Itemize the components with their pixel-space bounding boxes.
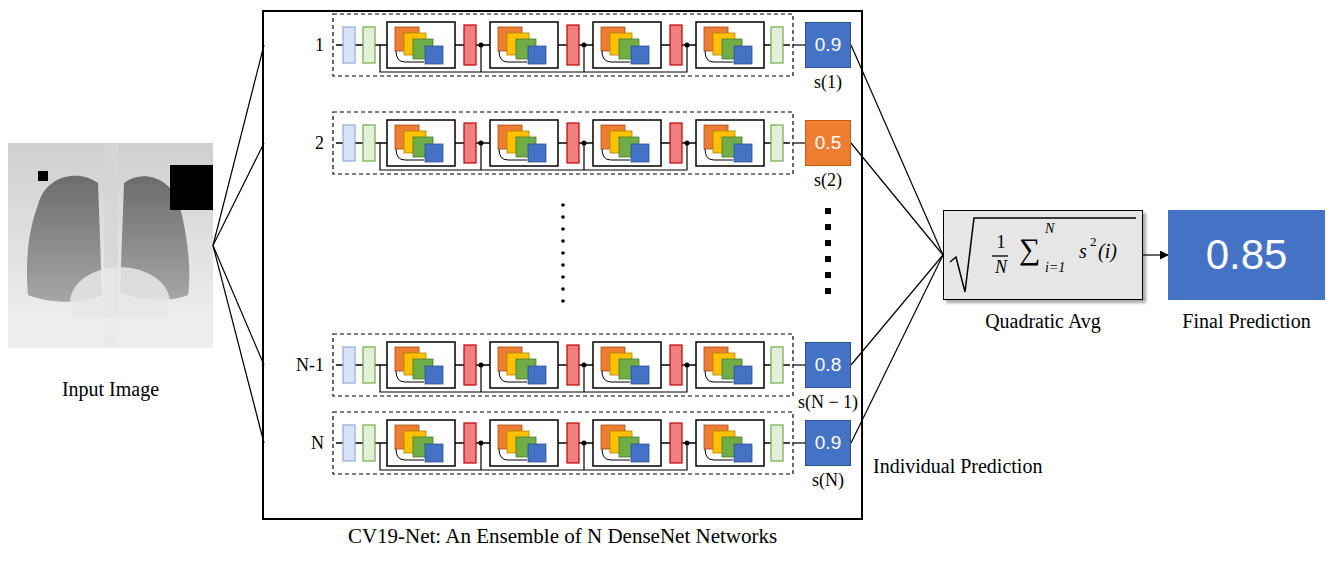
score-value: 0.9	[815, 432, 841, 454]
score-name: s(2)	[766, 170, 890, 191]
connector	[793, 442, 805, 443]
formula-part: 1	[993, 233, 1009, 251]
score-box: 0.5s(2)	[805, 120, 851, 166]
formula-part: N	[993, 258, 1009, 276]
formula-part: s	[1079, 241, 1091, 261]
formula-part: i=1	[1045, 261, 1073, 275]
connector	[213, 45, 264, 246]
formula-drawing	[943, 210, 1143, 300]
score-value: 0.5	[815, 132, 841, 154]
formula-part: (i)	[1098, 241, 1128, 261]
connector	[213, 246, 264, 366]
formula-part: ∑	[1019, 234, 1043, 264]
quadratic-average-box: 1N∑Ni=1s2(i)Quadratic Avg	[943, 210, 1143, 300]
connector	[1143, 254, 1168, 255]
densenet-row: 1	[264, 14, 793, 76]
final-prediction-box: 0.85Final Prediction	[1168, 210, 1325, 300]
chest-xray	[8, 143, 213, 348]
connector	[851, 143, 943, 255]
densenet-row: N-1	[264, 334, 793, 396]
connector	[793, 364, 805, 365]
row-number: 2	[264, 112, 324, 174]
score-name: s(1)	[766, 72, 890, 93]
score-box: 0.8s(N − 1)	[805, 342, 851, 388]
densenet-row	[333, 14, 793, 76]
box-caption: Quadratic Avg	[904, 310, 1182, 333]
caption: CV19-Net: An Ensemble of N DenseNet Netw…	[224, 524, 901, 548]
annotation-label: Individual Prediction	[873, 455, 1042, 478]
image-label: Input Image	[0, 378, 253, 401]
score-value: 0.8	[815, 354, 841, 376]
row-number: N	[264, 412, 324, 474]
connector	[851, 255, 943, 443]
densenet-row	[333, 112, 793, 174]
score-name: s(N − 1)	[766, 392, 890, 413]
densenet-row	[333, 412, 793, 474]
densenet-row	[333, 334, 793, 396]
input-image: Input Image	[8, 143, 213, 348]
connector	[851, 45, 943, 255]
score-box: 0.9s(N)	[805, 420, 851, 466]
connector	[213, 143, 264, 246]
score-name: s(N)	[766, 470, 890, 491]
densenet-row: N	[264, 412, 793, 474]
connector	[793, 142, 805, 143]
box-caption: Final Prediction	[1128, 310, 1342, 333]
score-value: 0.9	[815, 34, 841, 56]
connector	[213, 246, 264, 444]
ensemble-box: CV19-Net: An Ensemble of N DenseNet Netw…	[262, 10, 863, 520]
formula-part: N	[1045, 222, 1069, 236]
row-number: 1	[264, 14, 324, 76]
row-number: N-1	[264, 334, 324, 396]
final-value: 0.85	[1206, 231, 1288, 279]
densenet-row: 2	[264, 112, 793, 174]
connector	[793, 44, 805, 45]
ellipsis-dots	[561, 203, 831, 303]
densenet-rows	[333, 14, 793, 474]
score-box: 0.9s(1)	[805, 22, 851, 68]
